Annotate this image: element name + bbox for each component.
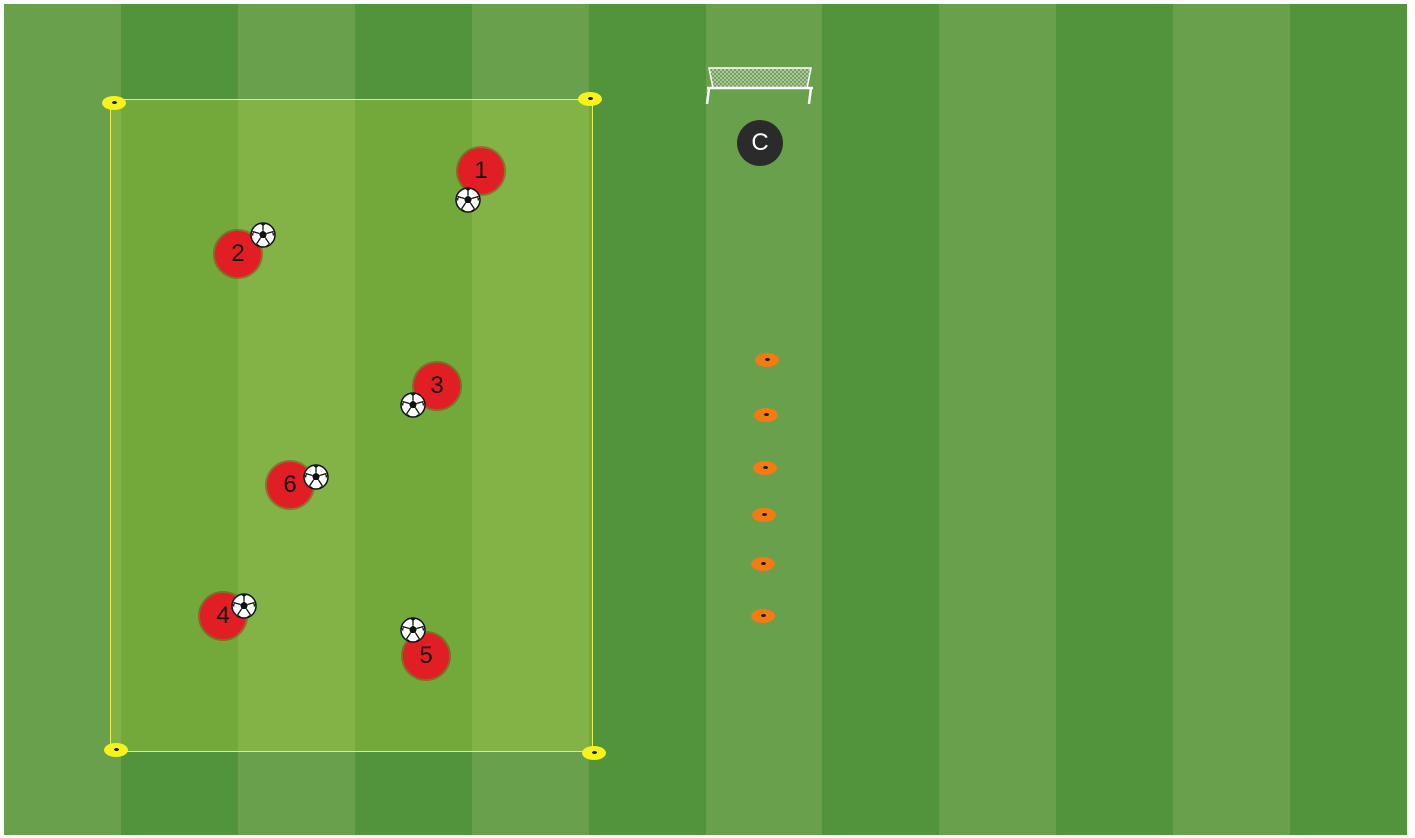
soccer-ball-icon[interactable]	[400, 392, 426, 418]
pitch-stripe	[589, 4, 706, 835]
orange-cone-icon[interactable]	[751, 609, 775, 623]
pitch-stripe	[1173, 4, 1290, 835]
coach-marker[interactable]: C	[737, 120, 783, 166]
training-zone	[110, 99, 593, 752]
pitch-stripe	[1290, 4, 1407, 835]
pitch-stripe	[822, 4, 939, 835]
pitch-stripe	[1056, 4, 1173, 835]
orange-cone-icon[interactable]	[754, 408, 778, 422]
pitch-stripe	[939, 4, 1056, 835]
yellow-cone-icon[interactable]	[582, 746, 606, 760]
soccer-ball-icon[interactable]	[303, 464, 329, 490]
orange-cone-icon[interactable]	[755, 353, 779, 367]
soccer-ball-icon[interactable]	[400, 617, 426, 643]
yellow-cone-icon[interactable]	[102, 96, 126, 110]
soccer-ball-icon[interactable]	[250, 222, 276, 248]
orange-cone-icon[interactable]	[752, 508, 776, 522]
yellow-cone-icon[interactable]	[578, 92, 602, 106]
goal-net-icon	[703, 64, 817, 108]
soccer-ball-icon[interactable]	[231, 593, 257, 619]
yellow-cone-icon[interactable]	[104, 743, 128, 757]
soccer-ball-icon[interactable]	[455, 187, 481, 213]
orange-cone-icon[interactable]	[753, 461, 777, 475]
pitch-stripe	[4, 4, 121, 835]
orange-cone-icon[interactable]	[751, 557, 775, 571]
